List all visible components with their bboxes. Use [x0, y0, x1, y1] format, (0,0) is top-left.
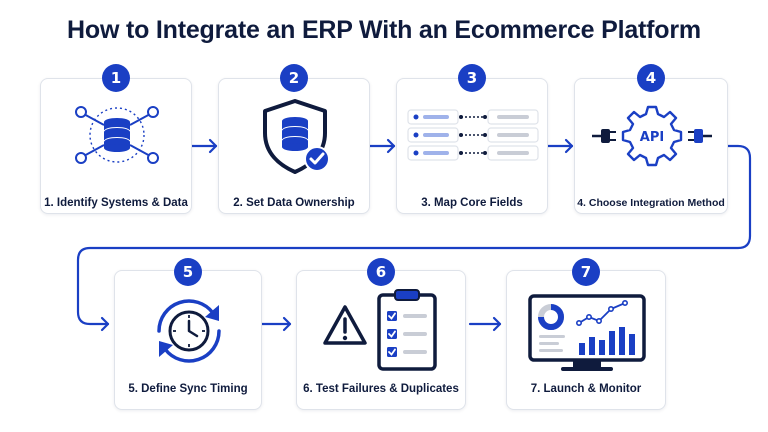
step-label-4: 4. Choose Integration Method: [577, 197, 725, 209]
field-mapping-icon: [407, 109, 539, 161]
svg-text:API: API: [640, 130, 664, 145]
step-label-1: 1. Identify Systems & Data: [44, 197, 188, 209]
warning-triangle-icon: [323, 305, 367, 345]
step-badge-7: 7: [572, 258, 600, 286]
plug-left-icon: [592, 129, 616, 143]
warning-checklist-icon: [323, 289, 437, 371]
clipboard-icon: [377, 289, 437, 371]
donut-chart-icon: [538, 304, 564, 330]
step-badge-1: 1: [102, 64, 130, 92]
step-label-7: 7. Launch & Monitor: [530, 383, 642, 395]
step-label-3: 3. Map Core Fields: [421, 197, 523, 209]
step-label-2: 2. Set Data Ownership: [233, 197, 355, 209]
step-card-3: 3. Map Core Fields: [396, 78, 548, 214]
step-badge-6: 6: [367, 258, 395, 286]
plug-right-icon: [688, 129, 712, 143]
step-card-1: 1. Identify Systems & Data: [40, 78, 192, 214]
step-badge-2: 2: [280, 64, 308, 92]
step-card-5: 5. Define Sync Timing: [114, 270, 262, 410]
arrow-5-6: [260, 316, 292, 332]
api-gear-icon: API: [592, 105, 712, 167]
arrow-3-4: [546, 138, 574, 154]
step-card-7: 7. Launch & Monitor: [506, 270, 666, 410]
step-card-4: API 4. Choose Integration Method: [574, 78, 728, 214]
arrow-4-5-wrap: [76, 144, 752, 332]
database-network-icon: [75, 106, 159, 164]
step-label-5: 5. Define Sync Timing: [128, 383, 248, 395]
step-label-6: 6. Test Failures & Duplicates: [303, 383, 459, 395]
shield-database-icon: [263, 99, 330, 174]
arrow-2-3: [368, 138, 396, 154]
step-badge-5: 5: [174, 258, 202, 286]
arrow-6-7: [468, 316, 502, 332]
step-badge-3: 3: [458, 64, 486, 92]
arrow-1-2: [190, 138, 218, 154]
step-card-6: 6. Test Failures & Duplicates: [296, 270, 466, 410]
monitor-dashboard-icon: [528, 294, 646, 371]
step-badge-4: 4: [637, 64, 665, 92]
step-card-2: 2. Set Data Ownership: [218, 78, 370, 214]
page-title: How to Integrate an ERP With an Ecommerc…: [67, 16, 701, 44]
clock-sync-icon: [157, 299, 221, 363]
